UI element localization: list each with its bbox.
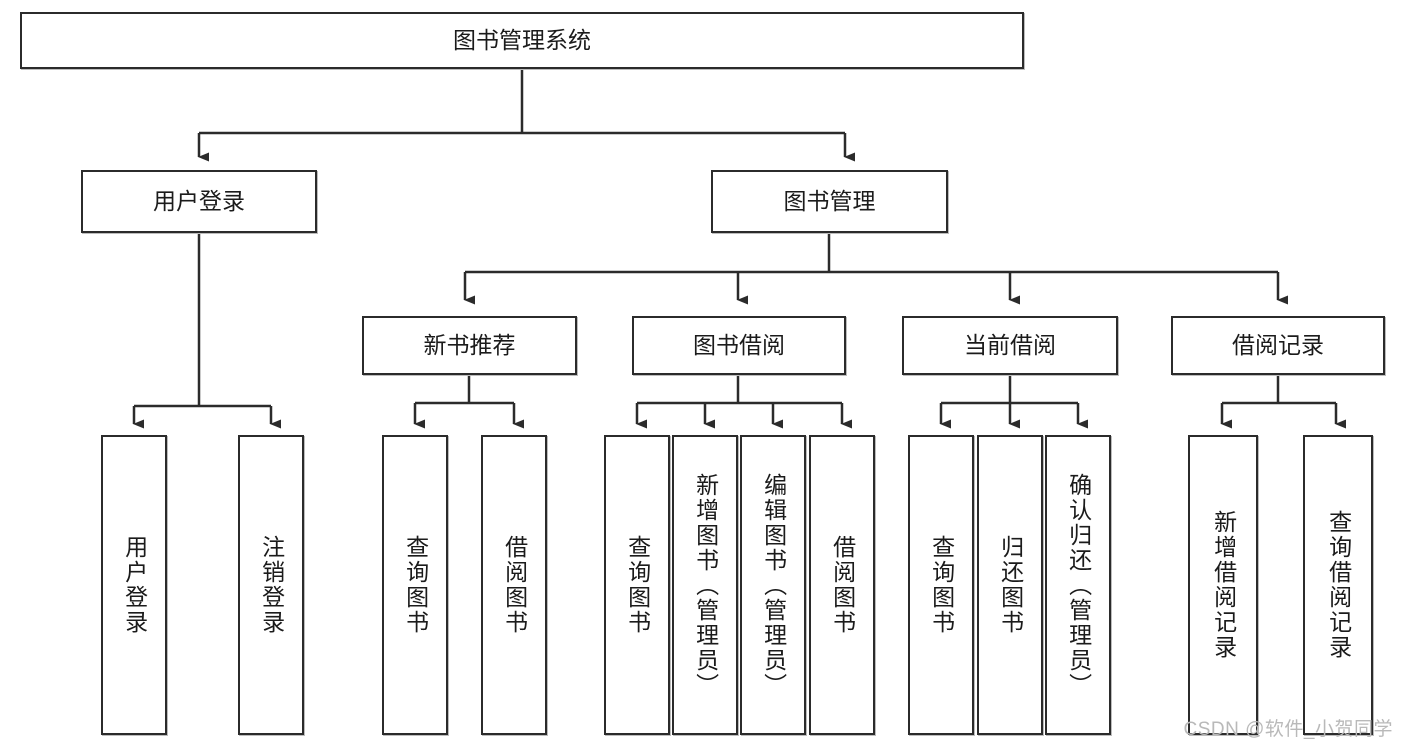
node-user-login-label: 用户登录 bbox=[153, 187, 245, 214]
node-new-book-recommend[interactable]: 新书推荐 bbox=[362, 316, 577, 375]
leaf-recommend-borrow-book[interactable]: 借阅图书 bbox=[481, 435, 547, 735]
leaf-label: 确认归还（管理员） bbox=[1065, 472, 1092, 698]
node-root[interactable]: 图书管理系统 bbox=[20, 12, 1024, 69]
leaf-label: 编辑图书（管理员） bbox=[760, 472, 787, 698]
node-current-borrow[interactable]: 当前借阅 bbox=[902, 316, 1118, 375]
leaf-label: 借阅图书 bbox=[829, 535, 856, 635]
leaf-label: 借阅图书 bbox=[501, 535, 528, 635]
leaf-label: 新增图书（管理员） bbox=[692, 472, 719, 698]
leaf-label: 查询借阅记录 bbox=[1325, 510, 1352, 660]
node-root-label: 图书管理系统 bbox=[453, 26, 591, 53]
node-borrow-record[interactable]: 借阅记录 bbox=[1171, 316, 1385, 375]
leaf-label: 查询图书 bbox=[624, 535, 651, 635]
node-current-borrow-label: 当前借阅 bbox=[964, 331, 1056, 358]
node-book-borrow[interactable]: 图书借阅 bbox=[632, 316, 846, 375]
leaf-label: 查询图书 bbox=[402, 535, 429, 635]
node-book-management-label: 图书管理 bbox=[783, 187, 876, 214]
leaf-label: 用户登录 bbox=[121, 535, 148, 635]
leaf-label: 查询图书 bbox=[928, 535, 955, 635]
leaf-user-login-logout[interactable]: 注销登录 bbox=[238, 435, 304, 735]
leaf-label: 注销登录 bbox=[258, 535, 285, 635]
node-book-management[interactable]: 图书管理 bbox=[711, 170, 948, 233]
leaf-record-add-record[interactable]: 新增借阅记录 bbox=[1188, 435, 1258, 735]
node-new-book-recommend-label: 新书推荐 bbox=[423, 331, 516, 358]
leaf-label: 归还图书 bbox=[997, 535, 1024, 635]
leaf-current-return-book[interactable]: 归还图书 bbox=[977, 435, 1043, 735]
node-borrow-record-label: 借阅记录 bbox=[1232, 331, 1324, 358]
leaf-user-login-login[interactable]: 用户登录 bbox=[101, 435, 167, 735]
leaf-borrow-query-book[interactable]: 查询图书 bbox=[604, 435, 670, 735]
leaf-borrow-add-book-admin[interactable]: 新增图书（管理员） bbox=[672, 435, 738, 735]
node-book-borrow-label: 图书借阅 bbox=[693, 331, 785, 358]
watermark-text: CSDN @软件_小贺同学 bbox=[1183, 719, 1393, 740]
leaf-borrow-borrow-book[interactable]: 借阅图书 bbox=[809, 435, 875, 735]
leaf-borrow-edit-book-admin[interactable]: 编辑图书（管理员） bbox=[740, 435, 806, 735]
leaf-label: 新增借阅记录 bbox=[1210, 510, 1237, 660]
node-user-login[interactable]: 用户登录 bbox=[81, 170, 317, 233]
leaf-record-query-record[interactable]: 查询借阅记录 bbox=[1303, 435, 1373, 735]
leaf-recommend-query-book[interactable]: 查询图书 bbox=[382, 435, 448, 735]
leaf-current-query-book[interactable]: 查询图书 bbox=[908, 435, 974, 735]
leaf-current-confirm-return-admin[interactable]: 确认归还（管理员） bbox=[1045, 435, 1111, 735]
